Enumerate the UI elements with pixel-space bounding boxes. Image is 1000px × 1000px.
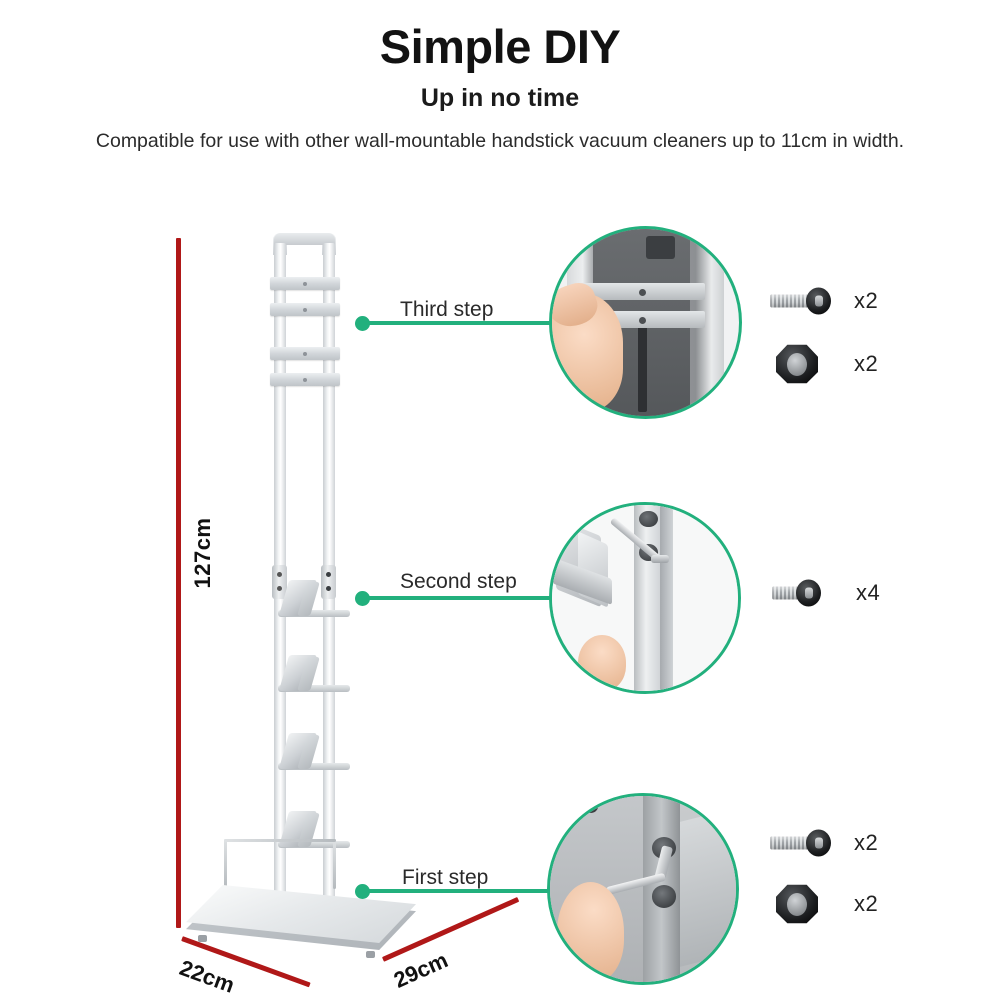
- hook-arm: [278, 763, 350, 770]
- hand: [557, 881, 625, 982]
- bracket-bar: [270, 373, 340, 386]
- allen-key-tip: [650, 555, 670, 563]
- step-photo-second: [549, 502, 741, 694]
- bolt-icon: [770, 286, 831, 316]
- hook-arm: [278, 841, 350, 848]
- hex-nut-icon: [776, 884, 818, 924]
- step-photo-first-content: [550, 796, 736, 982]
- step-photo-second-content: [552, 505, 738, 691]
- hardware-qty-label: x4: [856, 580, 881, 605]
- step-label-second: Second step: [400, 570, 517, 593]
- screw-dot: [277, 586, 282, 591]
- header-block: Simple DIY Up in no time Compatible for …: [0, 22, 1000, 155]
- vertical-post-photo: [633, 505, 664, 691]
- step-photo-third-content: [552, 229, 739, 416]
- frame-cutout: [645, 236, 676, 259]
- bolt-shaft: [772, 586, 802, 600]
- height-dimension-line: [176, 238, 181, 928]
- bolt-icon: [770, 828, 831, 858]
- bolt-head: [796, 579, 821, 607]
- post-joint-left: [272, 565, 287, 599]
- screw-dot: [639, 316, 647, 324]
- product-rack-image: [178, 225, 438, 965]
- wire-guard-loop: [224, 839, 336, 891]
- bolt-shaft: [770, 294, 812, 308]
- bolt-head: [806, 287, 831, 315]
- page-description: Compatible for use with other wall-mount…: [95, 129, 905, 152]
- step-label-first: First step: [402, 866, 489, 889]
- bolt-head: [806, 829, 831, 857]
- screw-dot: [277, 572, 282, 577]
- page-subtitle: Up in no time: [420, 84, 580, 113]
- accessory-hook: [278, 811, 352, 863]
- bracket-bar-photo: [578, 283, 706, 301]
- step-photo-first: [547, 793, 739, 985]
- hardware-row-nut-top: x2: [776, 344, 878, 384]
- hardware-qty-label: x2: [854, 830, 879, 855]
- hardware-row-nut-bottom: x2: [776, 884, 878, 924]
- screw-dot: [639, 288, 647, 296]
- accessory-hook: [278, 580, 352, 632]
- bolt-shaft: [770, 836, 812, 850]
- accessory-hook: [278, 655, 352, 707]
- base-plate-top: [186, 885, 416, 943]
- guard-upright: [224, 839, 227, 889]
- screw-dot: [326, 586, 331, 591]
- base-foot: [198, 935, 207, 942]
- connector-dot-third-step: [355, 316, 370, 331]
- step-photo-third: [549, 226, 742, 419]
- hook-arm: [278, 610, 350, 617]
- screw-dot: [326, 572, 331, 577]
- connector-dot-second-step: [355, 591, 370, 606]
- page-title: Simple DIY: [379, 20, 621, 73]
- hardware-row-bolt-bottom: x2: [770, 828, 878, 858]
- bolt-icon: [772, 578, 821, 608]
- connector-line-first-step: [366, 889, 551, 893]
- base-plate: [186, 885, 416, 958]
- vertical-post-photo-side: [659, 505, 673, 691]
- finger: [578, 635, 627, 691]
- hex-nut-icon: [776, 344, 818, 384]
- bolt-hole: [652, 885, 677, 908]
- hardware-qty-label: x2: [854, 891, 879, 916]
- base-foot: [366, 951, 375, 958]
- hardware-row-bolt-middle: x4: [772, 578, 880, 608]
- hook-arm: [278, 685, 350, 692]
- guard-upright: [333, 839, 336, 889]
- hardware-row-bolt-top: x2: [770, 286, 878, 316]
- base-surface-photo: [676, 806, 736, 968]
- bracket-bar: [270, 277, 340, 290]
- screw-dot: [583, 799, 599, 813]
- bracket-bar: [270, 303, 340, 316]
- connector-line-second-step: [366, 596, 554, 600]
- connector-dot-first-step: [355, 884, 370, 899]
- connector-line-third-step: [366, 321, 556, 325]
- bolt-hole: [639, 510, 658, 528]
- post-joint-right: [321, 565, 336, 599]
- guard-crossbar: [224, 839, 336, 842]
- hardware-qty-label: x2: [854, 288, 879, 313]
- center-slot: [638, 322, 648, 413]
- bracket-bar: [270, 347, 340, 360]
- frame-top-bar: [274, 233, 335, 245]
- hardware-qty-label: x2: [854, 351, 879, 376]
- step-label-third: Third step: [400, 298, 494, 321]
- accessory-hook: [278, 733, 352, 785]
